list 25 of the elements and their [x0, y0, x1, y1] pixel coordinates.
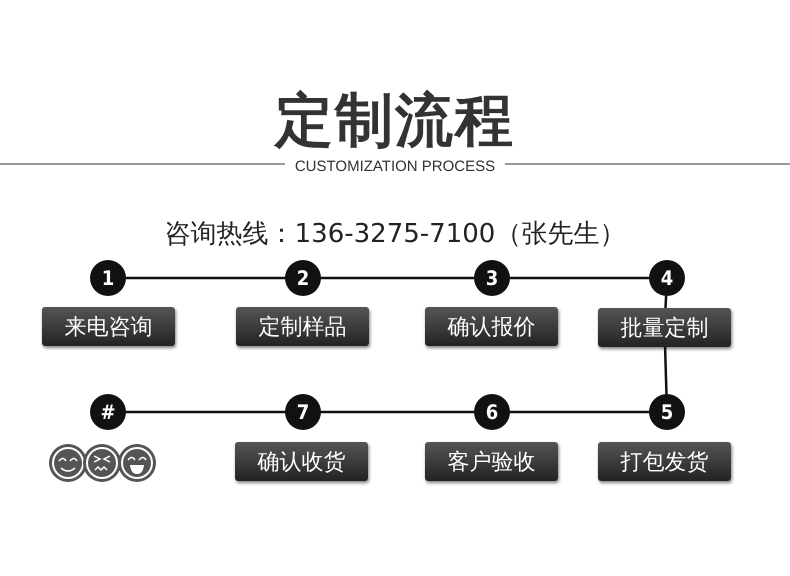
connector-line	[320, 410, 475, 414]
connector-line	[320, 276, 475, 280]
step-number-circle: 2	[286, 261, 320, 295]
connector-line	[664, 346, 668, 396]
step-number-circle: 1	[91, 261, 125, 295]
step-label: 定制样品	[236, 307, 369, 346]
step-number-circle: #	[91, 395, 125, 429]
connector-line	[125, 276, 286, 280]
step-label: 确认收货	[235, 442, 368, 481]
step-number-circle: 5	[650, 395, 684, 429]
step-number-circle: 7	[286, 395, 320, 429]
connector-line	[509, 276, 650, 280]
step-number-circle: 3	[475, 261, 509, 295]
step-label: 确认报价	[425, 307, 558, 346]
connector-line	[509, 410, 650, 414]
connector-line	[125, 410, 286, 414]
step-number-circle: 6	[475, 395, 509, 429]
title: 定制流程	[272, 85, 516, 156]
hotline-text: 咨询热线：136-3275-7100（张先生）	[164, 218, 626, 251]
step-label: 客户验收	[425, 442, 558, 481]
step-label: 批量定制	[598, 308, 731, 347]
connector-line	[664, 294, 668, 308]
step-label: 打包发货	[598, 442, 731, 481]
step-number-circle: 4	[650, 261, 684, 295]
step-label: 来电咨询	[42, 307, 175, 346]
